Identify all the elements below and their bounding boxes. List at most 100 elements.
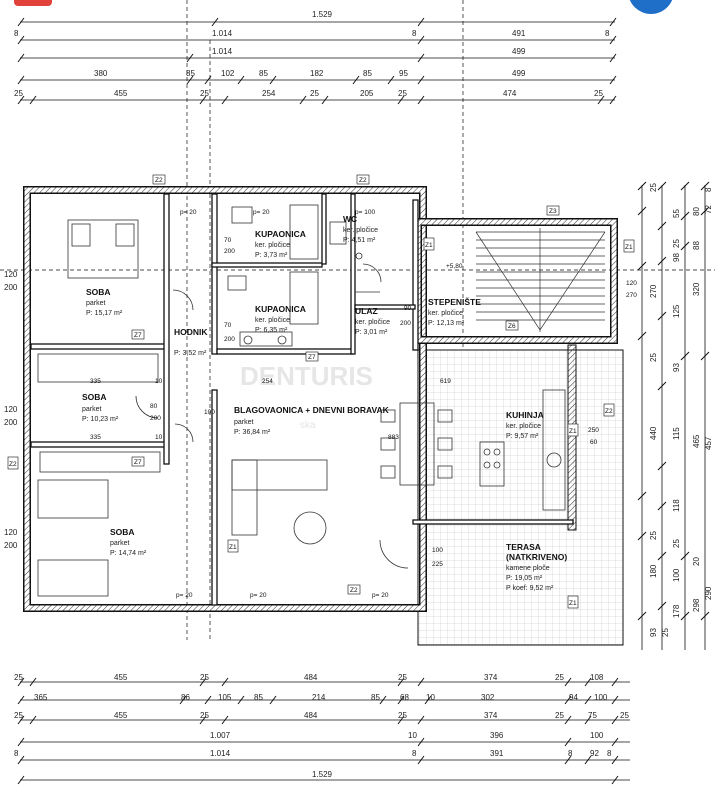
room-floor: parket [86, 300, 106, 307]
tag-label: 254 [262, 378, 273, 385]
tag-label: 70 [224, 322, 232, 329]
dim-label: 25 [398, 673, 407, 682]
dim-label: 396 [490, 731, 504, 740]
dim-label: 98 [672, 253, 681, 262]
tag-label: p= 20 [180, 209, 197, 216]
dim-label: 85 [371, 693, 380, 702]
dim-label: 205 [360, 89, 374, 98]
dim-label: 105 [218, 693, 232, 702]
room-area: P: 10,23 m² [82, 416, 119, 423]
watermark-sub: ska [300, 420, 316, 431]
dim-label: 92 [590, 749, 599, 758]
dim-label: 94 [569, 693, 578, 702]
room-hodnik: HODNIK P: 3,52 m² [174, 327, 208, 357]
tag-label: Z7 [134, 459, 142, 466]
room-floor: ker. pločice [255, 242, 290, 249]
tag-label: p= 20 [250, 592, 267, 599]
tag-label: 120 [626, 280, 637, 287]
tag-label: 250 [588, 427, 599, 434]
room-name: WC [343, 214, 357, 224]
room-boravak: BLAGOVAONICA + DNEVNI BORAVAK parket P: … [234, 405, 390, 436]
tag-label: Z1 [425, 242, 433, 249]
dim-total-top: 1.529 [312, 10, 333, 19]
room-soba-2: SOBA parket P: 10,23 m² [82, 392, 119, 423]
tag-label: Z1 [569, 428, 577, 435]
stair-treads [475, 228, 606, 332]
dim-label: 25 [620, 711, 629, 720]
tag-label: 10 [155, 434, 163, 441]
tag-label: Z2 [605, 408, 613, 415]
room-name: ULAZ [355, 306, 378, 316]
dim-label: 10 [426, 693, 435, 702]
room-floor: parket [110, 540, 130, 547]
dim-label: 80 [692, 207, 701, 216]
dim-label: 374 [484, 711, 498, 720]
dim-label: 55 [672, 209, 681, 218]
dim-label: 86 [181, 693, 190, 702]
dim-label: 100 [590, 731, 604, 740]
tag-label: Z1 [625, 244, 633, 251]
dim-label: 93 [649, 628, 658, 637]
dim-label: 120 [4, 270, 18, 279]
dim-label: 8 [704, 187, 713, 192]
blue-corner-badge [628, 0, 674, 14]
dim-label: 180 [649, 564, 658, 578]
dim-label: 8 [14, 749, 19, 758]
dim-label: 85 [254, 693, 263, 702]
dim-label: 499 [512, 69, 526, 78]
dim-label: 25 [672, 239, 681, 248]
dim-label: 115 [672, 427, 681, 440]
room-wc: WC ker. pločice P: 4,51 m² [343, 214, 378, 244]
tag-label: 10 [155, 378, 163, 385]
room-kupaonica-1: KUPAONICA ker. pločice P: 3,73 m² [255, 229, 306, 259]
dim-label: 25 [555, 673, 564, 682]
room-area: P: 19,05 m² [506, 575, 543, 582]
dim-label: 200 [4, 283, 18, 292]
left-dimensions: 120 200 120 200 120 200 [4, 270, 18, 550]
tag-label: Z7 [308, 354, 316, 361]
tag-label: Z2 [155, 177, 163, 184]
tag-label: 200 [224, 248, 235, 255]
dim-label: 125 [672, 304, 681, 318]
tag-label: 883 [388, 434, 399, 441]
dim-label: 380 [94, 69, 108, 78]
dim-label: 1.007 [210, 731, 231, 740]
dim-label: 88 [692, 241, 701, 250]
dim-label: 455 [114, 711, 128, 720]
tag-label: Z1 [569, 600, 577, 607]
watermark-brand: DENTURIS [240, 361, 373, 391]
tag-label: Z2 [350, 587, 358, 594]
dim-label: 100 [672, 568, 681, 582]
dim-label: 455 [114, 89, 128, 98]
room-name: KUPAONICA [255, 229, 306, 239]
dim-label: 25 [672, 539, 681, 548]
dim-label: 1.014 [210, 749, 231, 758]
dim-label: 25 [661, 628, 670, 637]
tag-label: 60 [590, 439, 598, 446]
room-kuhinja: KUHINJA ker. pločice P: 9,57 m² [506, 410, 544, 440]
dim-label: 8 [568, 749, 573, 758]
dim-label: 298 [692, 598, 701, 612]
tag-label: 100 [204, 409, 215, 416]
room-name: TERASA [506, 542, 541, 552]
elevation-label: +5,80 [446, 263, 463, 270]
dim-label: 214 [312, 693, 326, 702]
dim-label: 374 [484, 673, 498, 682]
red-corner-badge [14, 0, 52, 6]
room-floor: ker. pločice [343, 227, 378, 234]
dim-label: 102 [221, 69, 235, 78]
dim-label: 25 [200, 673, 209, 682]
tag-label: 90 [404, 305, 412, 312]
room-area: P: 12,13 m² [428, 320, 465, 327]
tag-label: 200 [224, 336, 235, 343]
dim-label: 25 [594, 89, 603, 98]
dim-label: 100 [594, 693, 608, 702]
dim-label: 491 [512, 29, 526, 38]
room-floor: ker. pločice [428, 310, 463, 317]
room-soba-1: SOBA parket P: 15,17 m² [86, 287, 123, 317]
dim-label: 85 [186, 69, 195, 78]
room-area: P: 36,84 m² [234, 429, 271, 436]
dim-label: 10 [408, 731, 417, 740]
room-name: KUHINJA [506, 410, 544, 420]
